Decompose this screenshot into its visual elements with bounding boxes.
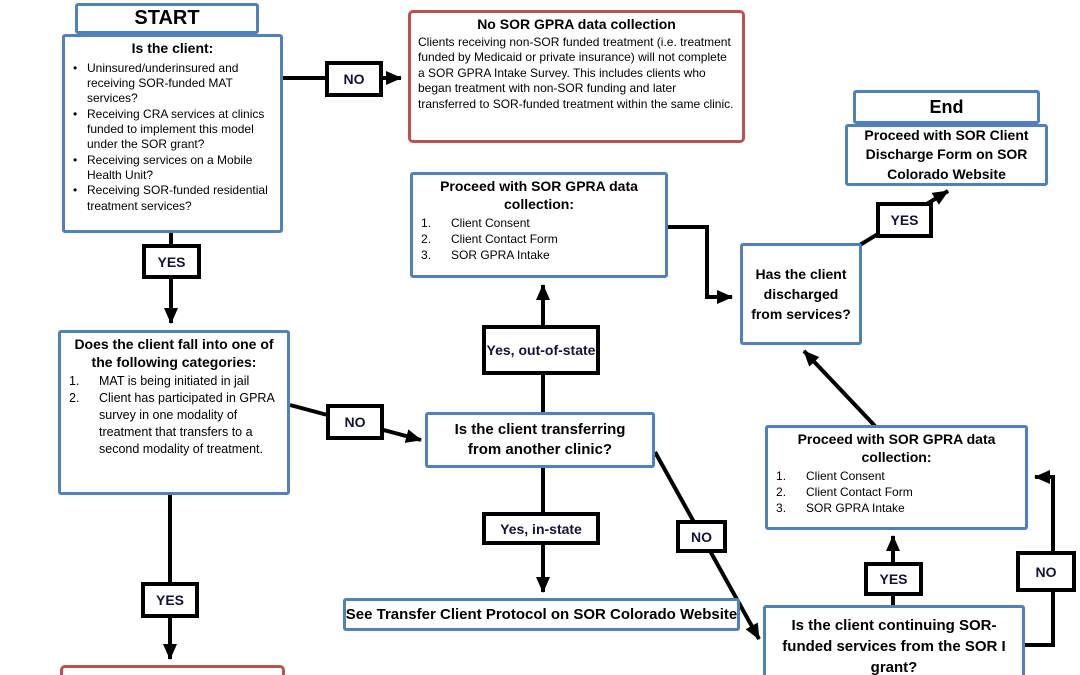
label-no-transferring: NO [676,520,727,553]
numbered-item: Client has participated in GPRA survey i… [99,390,275,456]
numbered-item: Client Consent [806,469,885,483]
bullet-item: Receiving SOR-funded residential treatme… [70,183,276,214]
label-yes-categories: YES [141,582,199,618]
end-discharge-text: Proceed with SOR Client Discharge Form o… [864,126,1029,182]
proceed-right-items: Client Consent Client Contact Form SOR G… [768,467,1025,517]
node-no-sor-gpra: No SOR GPRA data collection Clients rece… [408,10,745,143]
node-end-discharge-form: Proceed with SOR Client Discharge Form o… [845,124,1048,186]
numbered-item: Client Contact Form [451,232,558,247]
label-yes-continuing: YES [864,562,923,596]
categories-title: Does the client fall into one of the fol… [74,336,274,370]
label-yes-out-of-state: Yes, out-of-state [482,325,600,375]
label-no-client: NO [325,61,383,97]
numbered-item: Client Contact Form [806,485,913,500]
node-red-bottom-partial [60,665,285,675]
client-question-bullets: Uninsured/underinsured and receiving SOR… [65,59,280,215]
discharged-text: Has the client discharged from services? [751,265,851,323]
continuing-text: Is the client continuing SOR-funded serv… [782,617,1006,675]
label-yes-in-state: Yes, in-state [482,512,600,545]
node-see-transfer-protocol: See Transfer Client Protocol on SOR Colo… [343,598,740,631]
bullet-item: Uninsured/underinsured and receiving SOR… [70,61,276,107]
label-yes-discharged: YES [876,202,933,238]
start-label: START [134,7,200,29]
numbered-item: SOR GPRA Intake [451,248,550,263]
node-categories-question: Does the client fall into one of the fol… [58,330,290,495]
proceed-mid-items: Client Consent Client Contact Form SOR G… [413,214,665,264]
node-proceed-right: Proceed with SOR GPRA data collection: C… [765,425,1028,530]
proceed-right-title: Proceed with SOR GPRA data collection: [797,431,996,465]
no-sor-title: No SOR GPRA data collection [477,16,676,32]
node-end: End [853,90,1040,124]
numbered-item: SOR GPRA Intake [806,501,905,516]
connector-proceed-mid-to-discharged [668,225,733,304]
node-start: START [75,3,259,34]
label-yes-client: YES [142,244,201,279]
client-question-title: Is the client: [131,40,214,56]
node-discharged-question: Has the client discharged from services? [740,243,862,345]
proceed-mid-title: Proceed with SOR GPRA data collection: [440,178,638,212]
bullet-item: Receiving CRA services at clinics funded… [70,107,276,153]
label-no-continuing: NO [1016,551,1076,592]
node-client-question: Is the client: Uninsured/underinsured an… [62,34,283,233]
label-no-categories: NO [326,404,384,440]
node-proceed-mid: Proceed with SOR GPRA data collection: C… [410,172,668,278]
no-sor-body: Clients receiving non-SOR funded treatme… [418,34,734,111]
end-label: End [929,96,964,117]
categories-items: MAT is being initiated in jail Client ha… [61,372,287,457]
bullet-item: Receiving services on a Mobile Health Un… [70,153,276,184]
node-transferring-question: Is the client transferring from another … [425,412,655,468]
see-transfer-text: See Transfer Client Protocol on SOR Colo… [345,605,738,623]
connector-proceed-right-to-discharged [802,349,877,428]
numbered-item: MAT is being initiated in jail [99,374,250,388]
node-continuing-question: Is the client continuing SOR-funded serv… [763,605,1025,675]
numbered-item: Client Consent [451,216,530,230]
transferring-text: Is the client transferring from another … [454,420,626,458]
